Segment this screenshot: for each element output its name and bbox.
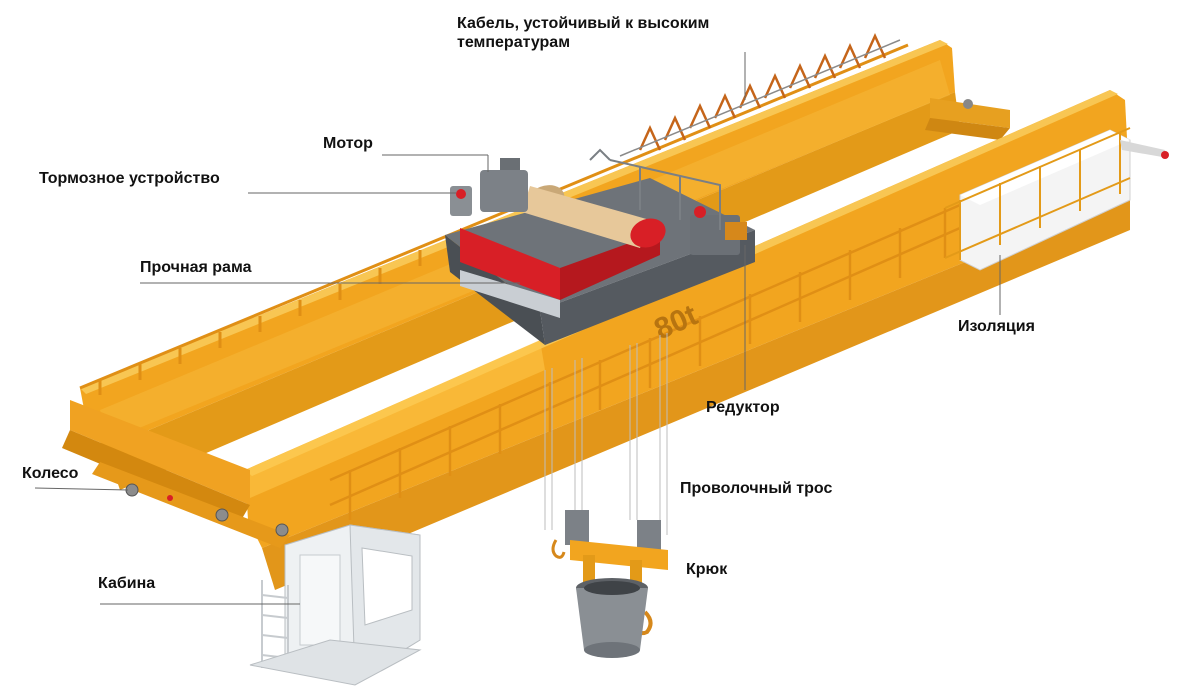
label-reducer: Редуктор [706, 399, 780, 416]
cabin [249, 524, 422, 686]
label-cable: Кабель, устойчивый к высоким температура… [457, 14, 709, 52]
label-cable-line2: температурам [457, 34, 571, 51]
label-wheel: Колесо [22, 465, 79, 482]
trolley [445, 148, 755, 345]
label-brake: Тормозное устройство [39, 170, 220, 187]
label-hook: Крюк [686, 561, 728, 578]
brake [450, 186, 472, 216]
wheel-left-3 [275, 523, 289, 537]
insulation-panel [944, 127, 1169, 271]
label-cable-line1: Кабель, устойчивый к высоким [457, 15, 710, 32]
label-motor: Мотор [323, 135, 373, 152]
back-railing [79, 43, 909, 395]
label-frame: Прочная рама [140, 259, 252, 276]
drum [522, 185, 666, 248]
wheel-left-2 [215, 508, 229, 522]
front-railing [329, 203, 961, 520]
label-wire-rope: Проволочный трос [680, 480, 833, 497]
reducer [690, 206, 747, 255]
label-cabin: Кабина [98, 575, 156, 592]
wire-ropes [544, 333, 668, 535]
leader-lines [34, 52, 1001, 605]
end-carriage-left [62, 400, 342, 548]
hook-left-icon [551, 539, 566, 559]
end-carriage-right [925, 98, 1010, 140]
cable-festoon [619, 32, 901, 157]
label-insulation: Изоляция [958, 318, 1035, 335]
motor [480, 158, 528, 212]
ladle [576, 578, 648, 658]
leader-wheel [34, 487, 129, 491]
